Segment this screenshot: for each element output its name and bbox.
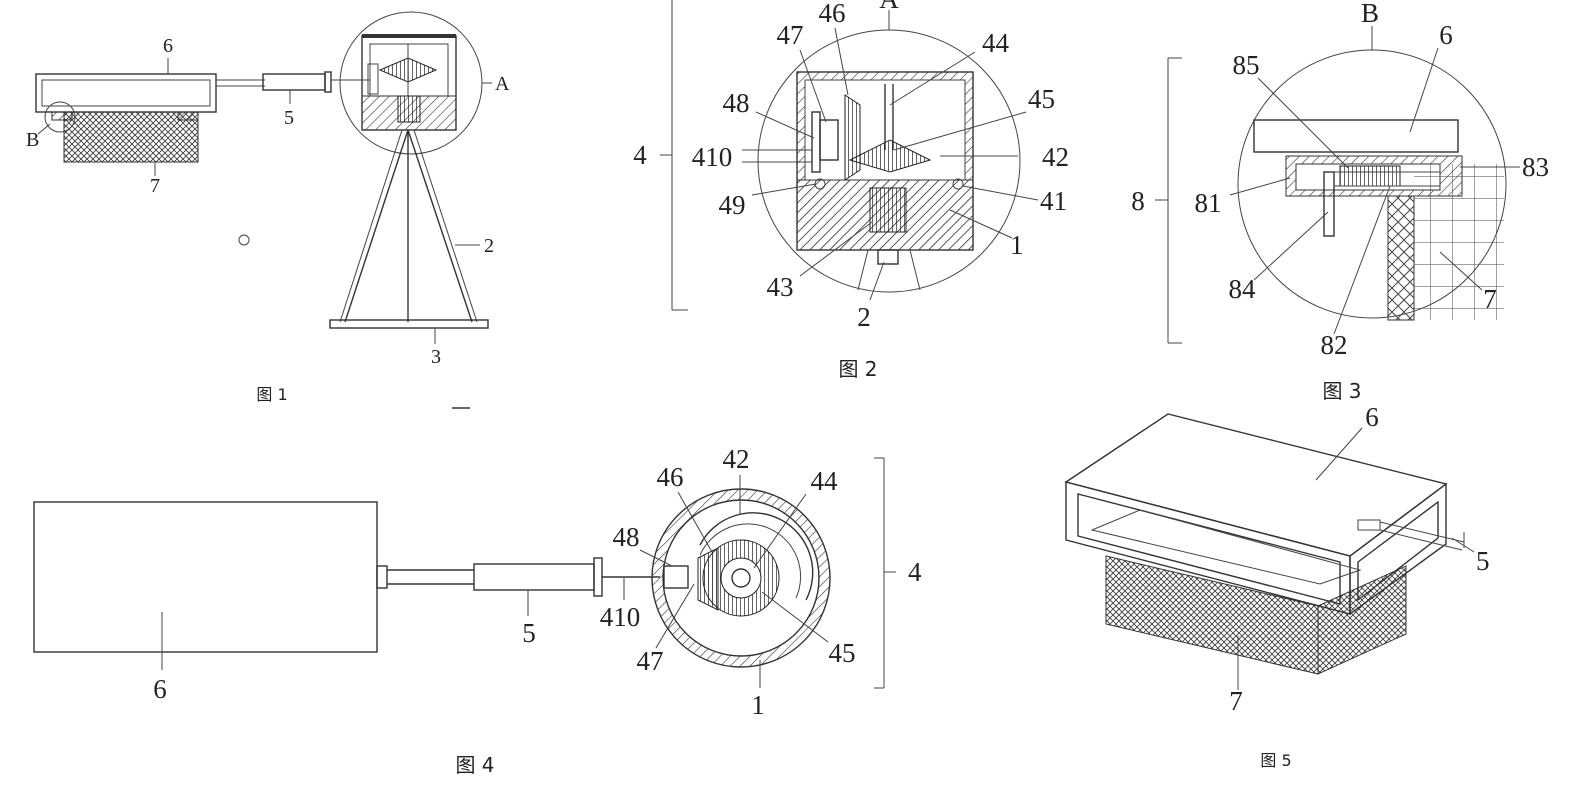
fig2-label-410: 410 [692, 142, 733, 172]
figure-5: 6 5 7 图 5 [1064, 402, 1490, 770]
fig4-label-4: 4 [908, 557, 922, 587]
fig2-label-4: 4 [633, 140, 647, 170]
fig1-label-2: 2 [484, 235, 494, 257]
fig2-label-A: A [879, 0, 899, 14]
fig4-label-45: 45 [829, 638, 856, 668]
fig2-caption: 图 2 [838, 357, 877, 381]
fig3-label-7: 7 [1483, 284, 1497, 314]
figure-2: A 46 47 44 48 45 4 410 42 49 41 1 43 2 图… [633, 0, 1069, 381]
fig5-label-7: 7 [1229, 686, 1243, 716]
fig2-label-43: 43 [767, 272, 794, 302]
figure-4: 42 46 44 48 4 5 410 6 47 45 1 图 4 [33, 444, 922, 777]
fig5-label-6: 6 [1365, 402, 1379, 432]
fig3-label-83: 83 [1522, 152, 1549, 182]
fig4-label-42: 42 [723, 444, 750, 474]
fig3-label-82: 82 [1321, 330, 1348, 360]
fig4-label-5: 5 [522, 618, 536, 648]
fig3-label-84: 84 [1229, 274, 1257, 304]
fig5-caption: 图 5 [1260, 751, 1291, 770]
fig4-label-47: 47 [637, 646, 664, 676]
fig4-label-44: 44 [811, 466, 839, 496]
fig4-label-410: 410 [600, 602, 641, 632]
fig3-label-B: B [1361, 0, 1379, 28]
fig1-caption: 图 1 [256, 385, 287, 404]
fig2-label-45: 45 [1028, 84, 1055, 114]
fig4-label-48: 48 [613, 522, 640, 552]
fig1-label-A: A [495, 73, 510, 95]
figure-1: 6 5 A B 7 2 3 图 1 [26, 11, 510, 409]
fig2-label-48: 48 [723, 88, 750, 118]
fig3-label-8: 8 [1131, 186, 1145, 216]
fig1-label-B: B [26, 129, 39, 151]
fig3-label-6: 6 [1439, 20, 1453, 50]
fig2-label-2: 2 [857, 302, 871, 332]
fig1-label-5: 5 [284, 107, 294, 129]
fig4-label-6: 6 [153, 674, 167, 704]
fig2-label-42: 42 [1042, 142, 1069, 172]
fig2-label-41: 41 [1040, 186, 1067, 216]
fig2-label-1: 1 [1010, 230, 1024, 260]
fig4-caption: 图 4 [455, 753, 494, 777]
fig4-label-1: 1 [751, 690, 765, 720]
fig1-label-3: 3 [431, 346, 441, 368]
fig2-label-47: 47 [777, 20, 804, 50]
fig2-label-44: 44 [982, 28, 1010, 58]
fig5-label-5: 5 [1476, 546, 1490, 576]
fig1-label-6: 6 [163, 35, 173, 57]
fig3-caption: 图 3 [1322, 379, 1361, 403]
fig2-label-49: 49 [719, 190, 746, 220]
fig2-label-46: 46 [819, 0, 846, 28]
fig1-label-7: 7 [150, 175, 160, 197]
figure-3: B 6 85 83 8 81 84 7 82 图 3 [1131, 0, 1549, 403]
fig3-label-81: 81 [1195, 188, 1222, 218]
fig3-label-85: 85 [1233, 50, 1260, 80]
fig4-label-46: 46 [657, 462, 684, 492]
